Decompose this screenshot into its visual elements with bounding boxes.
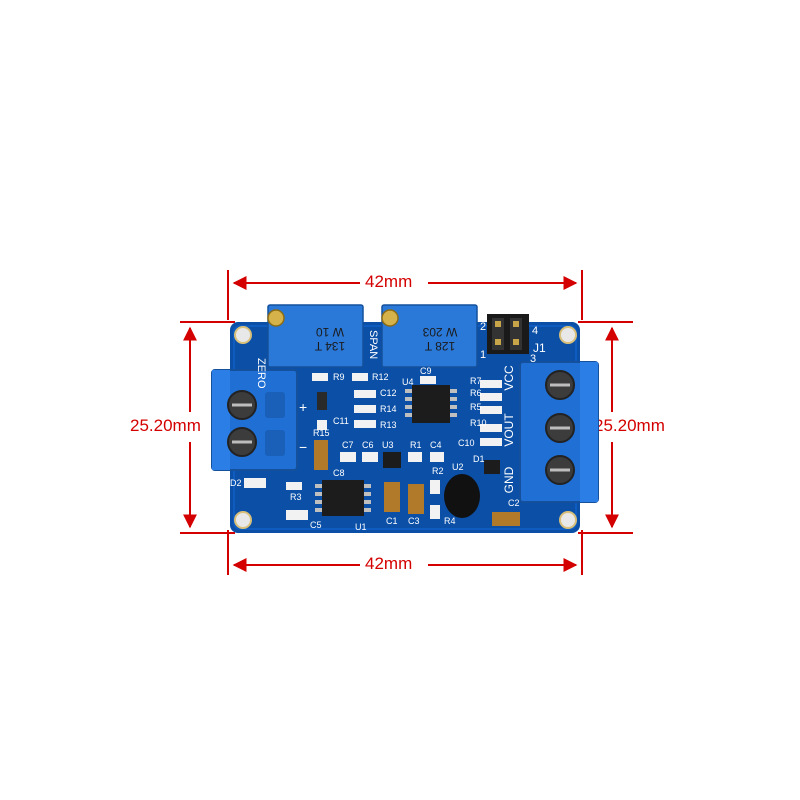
- designator-c7: C7: [342, 440, 354, 450]
- u2-label: U2: [452, 462, 464, 472]
- span-pot-text-2: 128 T: [424, 339, 455, 353]
- zero-pot-text-2: 134 T: [314, 339, 345, 353]
- jumper-j1: J1 1 2 3 4: [480, 314, 546, 365]
- designator-c8: C8: [333, 468, 345, 478]
- left-height-label: 25.20mm: [128, 416, 203, 436]
- designator-r4: R4: [444, 516, 456, 526]
- top-width-label: 42mm: [363, 272, 415, 292]
- jumper-pin1: 1: [480, 349, 486, 361]
- designator-c1: C1: [386, 516, 398, 526]
- designator-c3: C3: [408, 516, 420, 526]
- designator-r12: R12: [372, 372, 389, 382]
- chip-u1: U1: [315, 480, 371, 532]
- vcc-label: VCC: [502, 365, 516, 391]
- designator-d2: D2: [230, 478, 242, 488]
- designator-c2: C2: [508, 498, 520, 508]
- transistor-u2: U2: [444, 462, 480, 518]
- designator-c11: C11: [333, 416, 349, 426]
- chip-u4: U4: [402, 377, 457, 423]
- u1-label: U1: [355, 522, 367, 532]
- designator-r3: R3: [290, 492, 302, 502]
- input-terminal-block: [211, 369, 298, 471]
- plus-mark: +: [299, 399, 307, 415]
- designator-c5: C5: [310, 520, 322, 530]
- designator-r5: R5: [470, 402, 482, 412]
- span-potentiometer: W 203 128 T: [381, 304, 478, 368]
- designator-r15: R15: [313, 428, 330, 438]
- right-height-label: 25.20mm: [592, 416, 667, 436]
- dimension-lines: [180, 270, 633, 575]
- u4-label: U4: [402, 377, 414, 387]
- span-pot-text-1: W 203: [422, 325, 457, 339]
- designator-r7: R7: [470, 376, 482, 386]
- zero-pot-text-1: W 10: [316, 325, 344, 339]
- minus-mark: −: [299, 439, 307, 455]
- designator-r9: R9: [333, 372, 345, 382]
- designator-c10: C10: [458, 438, 475, 448]
- designator-r10: R10: [470, 418, 487, 428]
- jumper-pin3: 3: [530, 353, 536, 365]
- jumper-label: J1: [533, 341, 546, 355]
- zero-potentiometer: W 10 134 T: [267, 304, 364, 368]
- designator-c12: C12: [380, 388, 397, 398]
- u3-label: U3: [382, 440, 394, 450]
- designator-c6: C6: [362, 440, 374, 450]
- bottom-width-label: 42mm: [363, 554, 415, 574]
- chip-u3: U3: [382, 440, 401, 468]
- designator-c9: C9: [420, 366, 432, 376]
- smd-components: [244, 373, 520, 526]
- designator-c4: C4: [430, 440, 442, 450]
- jumper-pin2: 2: [480, 321, 486, 333]
- designator-r14: R14: [380, 404, 397, 414]
- adjust-screw-icon: [381, 309, 399, 327]
- jumper-pin4: 4: [532, 325, 538, 337]
- vout-label: VOUT: [502, 413, 516, 447]
- gnd-label: GND: [502, 466, 516, 493]
- adjust-screw-icon: [267, 309, 285, 327]
- designator-r2: R2: [432, 466, 444, 476]
- designator-r13: R13: [380, 420, 397, 430]
- designator-d1: D1: [473, 454, 485, 464]
- designator-r1: R1: [410, 440, 422, 450]
- output-terminal-block: [519, 361, 599, 503]
- mounting-holes: [234, 326, 577, 529]
- designator-r6: R6: [470, 388, 482, 398]
- zero-label: ZERO: [255, 358, 267, 389]
- span-label: SPAN: [367, 330, 379, 359]
